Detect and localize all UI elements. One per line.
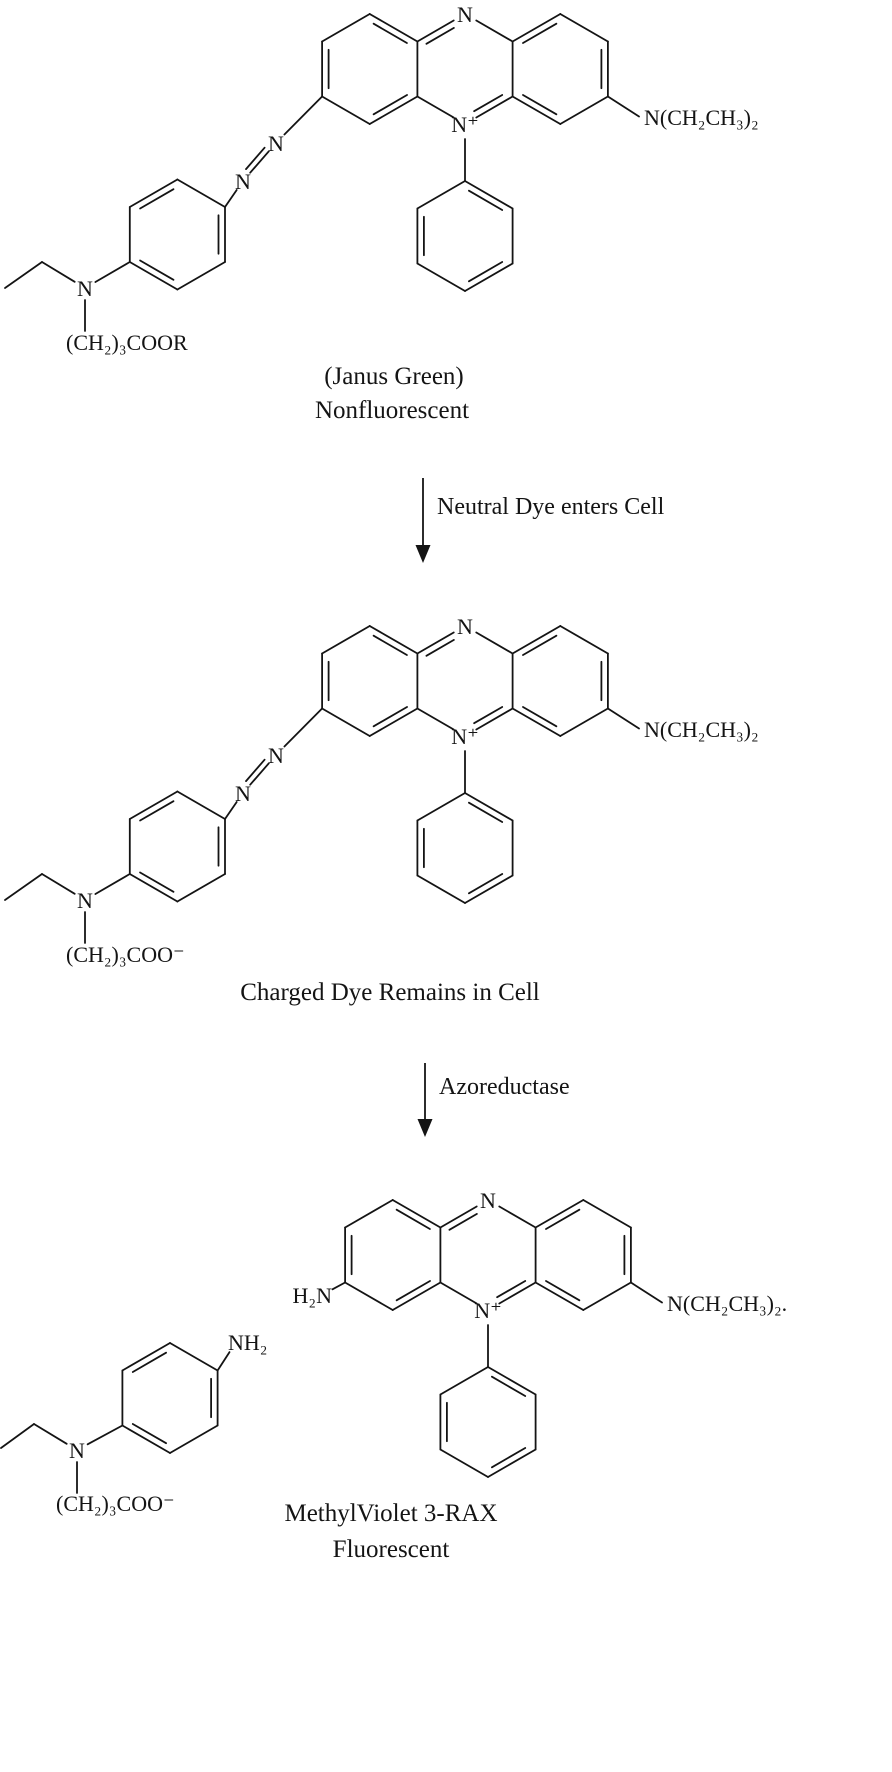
- azo-n-upper-label: N: [268, 131, 284, 156]
- structure-name-caption: MethylViolet 3-RAX: [284, 1500, 497, 1527]
- fluorescence-caption: Nonfluorescent: [315, 397, 469, 424]
- diethylamino-label: N(CH₂CH₃)₂: [644, 717, 759, 742]
- reaction-arrow-step1: [415, 478, 431, 563]
- methyl-violet-structure: N N⁺ N(CH₂CH₃)₂. H₂N MethylViolet 3-RAX …: [284, 1188, 787, 1563]
- arrow-down-icon: [417, 1119, 433, 1137]
- azo-n-lower-label: N: [235, 781, 251, 806]
- ester-chain-label: (CH₂)₃COOR: [66, 330, 188, 355]
- structure-name-caption: Charged Dye Remains in Cell: [240, 979, 540, 1006]
- step1-label: Neutral Dye enters Cell: [437, 494, 665, 520]
- phenazine-n-plus-label: N⁺: [474, 1298, 502, 1323]
- amine-n-label: N: [69, 1438, 85, 1463]
- phenazine-top-n-label: N: [480, 1188, 496, 1213]
- charged-dye-structure: N N⁺ N(CH₂CH₃)₂ N N N (CH₂)₃COO⁻ Charged…: [4, 614, 759, 1006]
- carboxylate-chain-label: (CH₂)₃COO⁻: [56, 1491, 175, 1516]
- phenazine-n-plus-label: N⁺: [451, 112, 479, 137]
- phenazinium-core: [344, 1199, 663, 1478]
- diethylamino-label: N(CH₂CH₃)₂: [644, 105, 759, 130]
- step2-label: Azoreductase: [439, 1074, 570, 1100]
- phenazine-top-n-label: N: [457, 2, 473, 27]
- structure-name-caption: (Janus Green): [324, 363, 464, 390]
- azo-n-lower-label: N: [235, 169, 251, 194]
- janus-green-structure: N N⁺ N(CH₂CH₃)₂ N N N (CH₂)₃COOR (Janus …: [4, 2, 759, 424]
- phenazinium-core: [321, 625, 640, 904]
- amino-bond: [216, 1351, 231, 1372]
- phenazine-top-n-label: N: [457, 614, 473, 639]
- amino-label: NH₂: [228, 1330, 267, 1355]
- amine-n-label: N: [77, 888, 93, 913]
- arrow-down-icon: [415, 545, 431, 563]
- fluorescence-caption: Fluorescent: [333, 1536, 450, 1563]
- carboxylate-chain-label: (CH₂)₃COO⁻: [66, 942, 185, 967]
- amino-label: H₂N: [293, 1283, 333, 1308]
- amine-fragment-structure: [0, 1342, 231, 1494]
- amino-bond: [331, 1281, 347, 1291]
- phenazine-n-plus-label: N⁺: [451, 724, 479, 749]
- azo-n-upper-label: N: [268, 743, 284, 768]
- diethylamino-label: N(CH₂CH₃)₂.: [667, 1291, 787, 1316]
- phenazinium-core: [321, 13, 640, 292]
- amine-n-label: N: [77, 276, 93, 301]
- reaction-arrow-step2: [417, 1063, 433, 1137]
